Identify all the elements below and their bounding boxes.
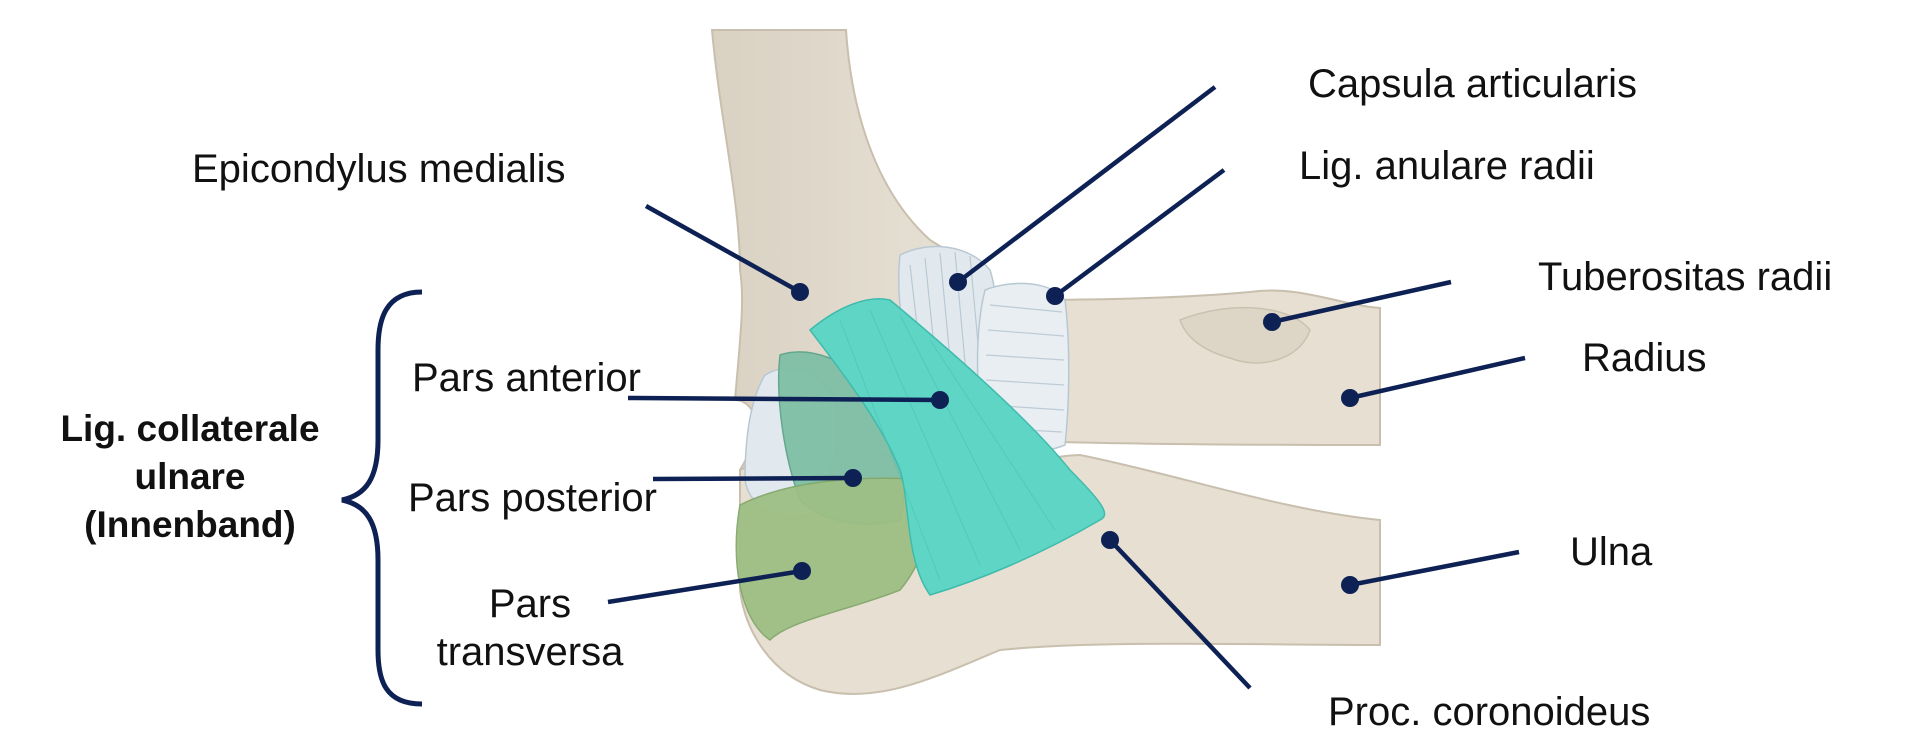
label-pars-posterior: Pars posterior (408, 476, 657, 520)
label-epicondylus-medialis: Epicondylus medialis (192, 147, 566, 191)
dot-tuberositas (1263, 313, 1281, 331)
leader-coronoideus (1108, 538, 1252, 690)
dot-epicondylus (791, 283, 809, 301)
leader-pars-anterior (627, 395, 941, 403)
dot-anulare (1046, 287, 1064, 305)
leader-dots (791, 273, 1359, 594)
leader-epicondylus (644, 204, 802, 294)
pars-anterior-band (808, 298, 1106, 596)
dot-pars-transversa (793, 562, 811, 580)
leader-lines (607, 85, 1526, 690)
label-group-line3: (Innenband) (84, 504, 296, 546)
label-lig-anulare-radii: Lig. anulare radii (1299, 144, 1595, 188)
label-proc-coronoideus: Proc. coronoideus (1328, 690, 1651, 734)
leader-capsula (956, 85, 1217, 284)
leader-radius (1349, 355, 1526, 401)
leader-pars-posterior (652, 475, 854, 482)
leader-ulna (1349, 549, 1520, 588)
anterior-striations (839, 309, 1056, 581)
group-brace (341, 289, 423, 707)
leader-anulare (1053, 168, 1226, 298)
label-group-line1: Lig. collaterale (60, 408, 320, 449)
leader-pars-transversa (607, 568, 803, 605)
dot-radius (1341, 389, 1359, 407)
dot-ulna (1341, 576, 1359, 594)
label-tuberositas-radii: Tuberositas radii (1538, 255, 1833, 299)
dot-pars-anterior (931, 391, 949, 409)
label-pars-transversa-line1: Pars (488, 582, 572, 626)
label-ulna: Ulna (1570, 530, 1653, 574)
label-pars-transversa-line2: transversa (436, 630, 624, 674)
label-capsula-articularis: Capsula articularis (1308, 62, 1638, 106)
dot-capsula (949, 273, 967, 291)
label-pars-transversa: Pars transversa (420, 580, 640, 676)
label-pars-anterior: Pars anterior (412, 356, 641, 400)
dot-pars-posterior (844, 469, 862, 487)
label-radius: Radius (1582, 336, 1707, 380)
label-group-lig-collaterale-ulnare: Lig. collaterale ulnare (Innenband) (30, 405, 350, 549)
label-group-line2: ulnare (134, 456, 246, 498)
leader-tuberositas (1271, 279, 1452, 325)
dot-coronoideus (1101, 531, 1119, 549)
